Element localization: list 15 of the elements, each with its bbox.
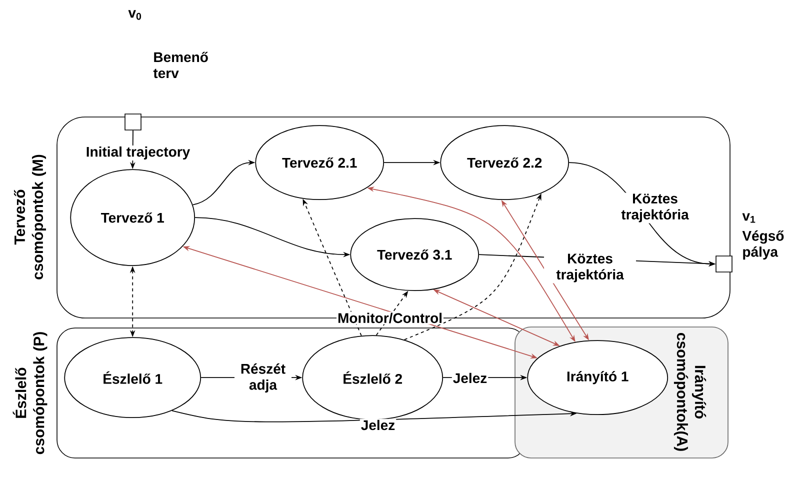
edge-label: Köztes trajektória bbox=[609, 192, 701, 224]
edge-label: Monitor/Control bbox=[336, 312, 444, 324]
edge-label: Jelez bbox=[360, 418, 396, 432]
node-label: Észlelő csomópontok (P) bbox=[12, 332, 48, 454]
port-label: Bemenő terv bbox=[153, 52, 208, 78]
node-label: Tervező csomópontok (M) bbox=[14, 154, 46, 280]
port-label: v$_{1}$ bbox=[742, 213, 756, 223]
port-label: v$_{0}$ bbox=[128, 10, 142, 20]
port-square bbox=[124, 114, 142, 130]
edge-label: Jelez bbox=[452, 372, 488, 384]
port-square bbox=[716, 256, 732, 272]
edge-label: Részét adja bbox=[234, 362, 292, 394]
edge-label: Köztes trajektória bbox=[544, 252, 636, 284]
edge-label: Initial trajectory bbox=[84, 145, 192, 161]
port-label: Végső pálya bbox=[742, 230, 784, 260]
